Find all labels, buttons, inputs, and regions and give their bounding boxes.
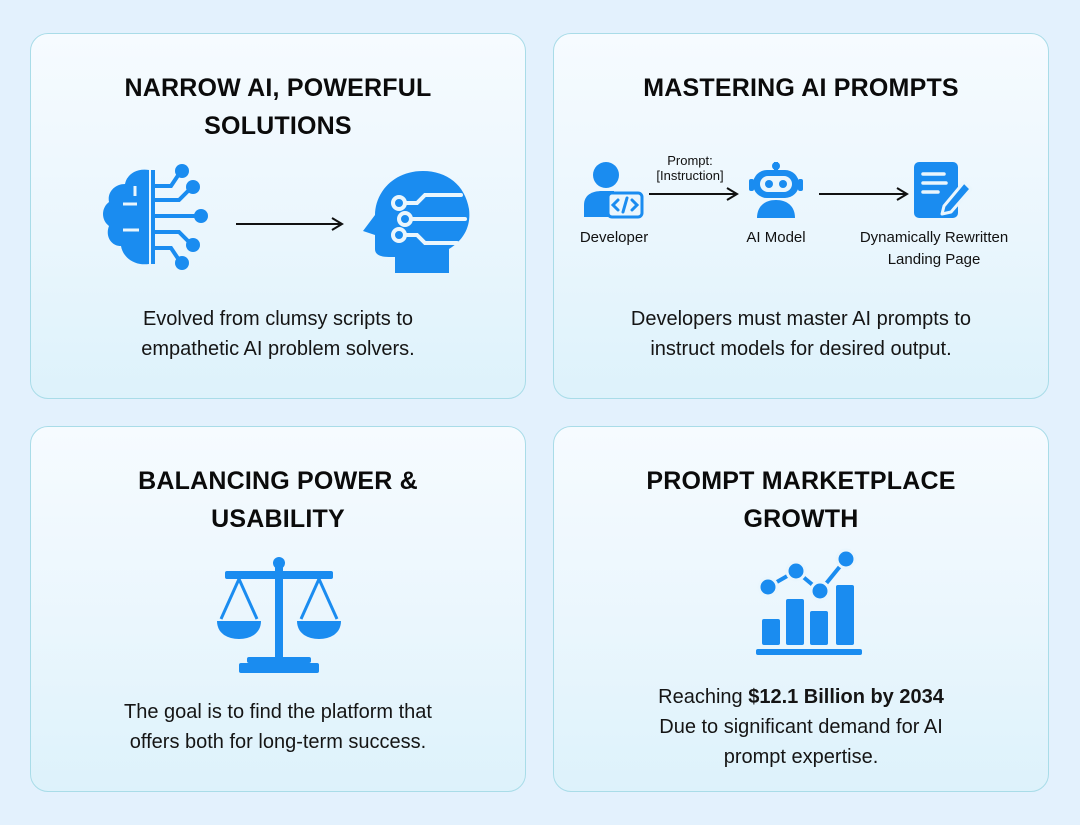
landing-page-label-line: Landing Page [887,251,981,268]
title-line: BALANCING POWER & [138,467,418,495]
title-line: NARROW AI, POWERFUL [124,74,432,102]
arrow-right-icon [236,217,344,231]
title-line: GROWTH [743,505,859,533]
robot-icon [749,162,803,218]
card-marketplace-growth: PROMPT MARKETPLACE GROWTH Reaching $12.1… [553,426,1049,792]
prompt-label: Prompt: [Instruction] [642,153,738,183]
ai-head-icon [363,171,470,273]
title-line: PROMPT MARKETPLACE [646,467,956,495]
arrow-right-icon [819,187,909,201]
prompt-label-line: [Instruction] [656,168,724,183]
prompt-label-line: Prompt: [667,153,713,168]
desc-line: offers both for long-term success. [129,731,427,753]
developer-label: Developer [579,229,649,246]
desc-line: The goal is to find the platform that [124,701,432,723]
card-title: MASTERING AI PROMPTS [554,69,1048,107]
card-title: NARROW AI, POWERFUL SOLUTIONS [31,69,525,145]
card-description: Developers must master AI prompts to ins… [554,304,1048,364]
ai-model-label: AI Model [746,229,806,246]
desc-line: prompt expertise. [723,746,879,768]
landing-page-label-line: Dynamically Rewritten [859,229,1009,246]
card-narrow-ai: NARROW AI, POWERFUL SOLUTIONS [30,33,526,399]
developer-icon [584,162,644,219]
brain-circuit-icon [103,164,208,270]
desc-line: empathetic AI problem solvers. [141,338,415,360]
card-title: PROMPT MARKETPLACE GROWTH [554,462,1048,538]
desc-prefix: Reaching [658,686,749,708]
landing-page-label: Dynamically Rewritten Landing Page [844,227,1024,271]
desc-line: Due to significant demand for AI [659,716,943,738]
desc-line: instruct models for desired output. [650,338,952,360]
desc-headline: Reaching $12.1 Billion by 2034 [554,682,1048,712]
card-description: The goal is to find the platform that of… [31,697,525,757]
card-description: Reaching $12.1 Billion by 2034 Due to si… [554,682,1048,772]
growth-chart-icon [756,548,862,655]
desc-line: Developers must master AI prompts to [630,308,972,330]
card-description: Evolved from clumsy scripts to empatheti… [31,304,525,364]
document-edit-icon [914,162,973,218]
card-title: BALANCING POWER & USABILITY [31,462,525,538]
card-balancing: BALANCING POWER & USABILITY The goal is … [30,426,526,792]
card-mastering-prompts: MASTERING AI PROMPTS Developer Prompt: [… [553,33,1049,399]
title-line: MASTERING AI PROMPTS [643,74,959,102]
arrow-right-icon [649,187,739,201]
balance-scale-icon [217,557,341,673]
desc-line: Evolved from clumsy scripts to [142,308,414,330]
title-line: SOLUTIONS [204,112,352,140]
title-line: USABILITY [211,505,345,533]
desc-highlight: $12.1 Billion by 2034 [748,686,944,708]
